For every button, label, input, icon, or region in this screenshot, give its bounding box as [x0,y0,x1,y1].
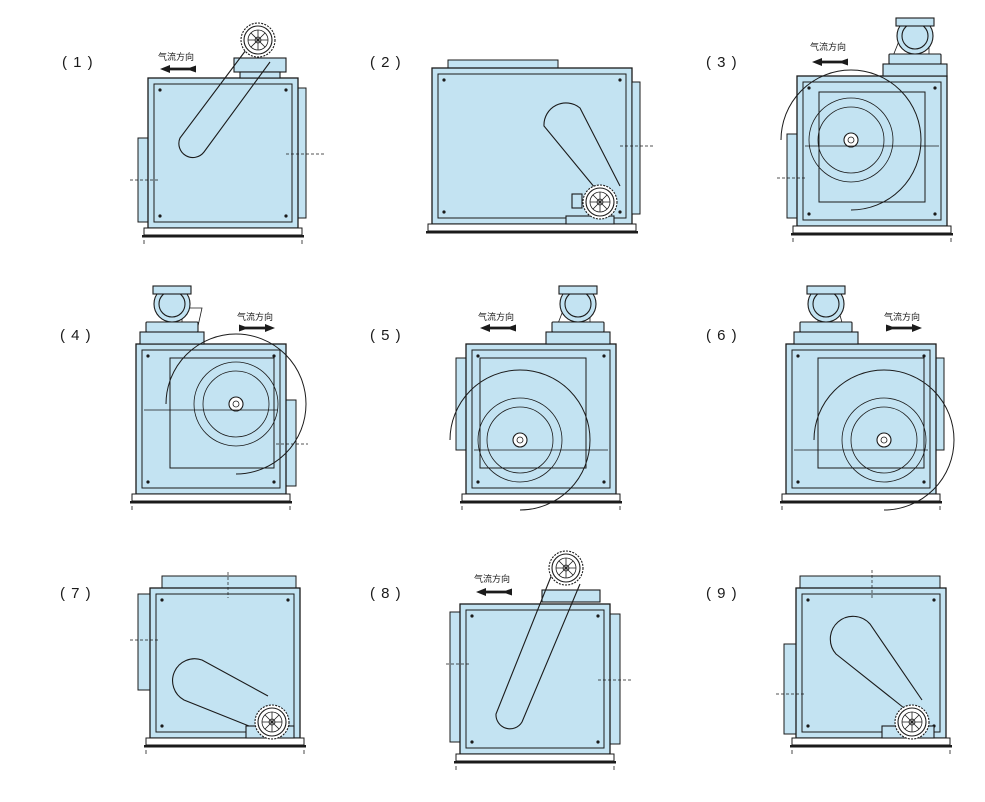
figure-9: ( 9 ) 气流方向 [706,570,953,755]
figure-label: ( 3 ) [706,54,738,71]
airflow-arrow-icon [239,324,275,332]
airflow-label: 气流方向 [474,573,510,585]
figure-5: ( 5 ) 气流方向 [370,285,623,511]
figure-1: ( 1 ) 气流方向 [62,22,324,245]
airflow-arrow-icon [812,58,848,66]
figure-label: ( 2 ) [370,54,402,71]
airflow-label: 气流方向 [810,41,846,53]
airflow-label: 气流方向 [884,311,920,323]
airflow-label: 气流方向 [478,311,514,323]
airflow-label: 气流方向 [237,311,273,323]
figure-label: ( 6 ) [706,327,738,344]
figure-label: ( 9 ) [706,585,738,602]
figure-8: ( 8 ) 气流方向 [370,550,632,771]
airflow-arrow-icon [160,65,196,73]
figure-label: ( 1 ) [62,54,94,71]
figure-2: ( 2 ) 气 流 方 向 [370,54,654,234]
figure-6: ( 6 ) 气流方向 [706,285,955,511]
airflow-arrow-icon [480,324,516,332]
figure-7: ( 7 ) 气流方向 [60,572,307,755]
figure-label: ( 8 ) [370,585,402,602]
figure-label: ( 4 ) [60,327,92,344]
airflow-arrow-icon [886,324,922,332]
figure-4: ( 4 ) 气流方向 [60,285,308,511]
figure-3: ( 3 ) 气流方向 [706,17,954,243]
airflow-arrow-icon [476,588,512,596]
figure-label: ( 7 ) [60,585,92,602]
figure-label: ( 5 ) [370,327,402,344]
airflow-label: 气流方向 [158,51,194,63]
